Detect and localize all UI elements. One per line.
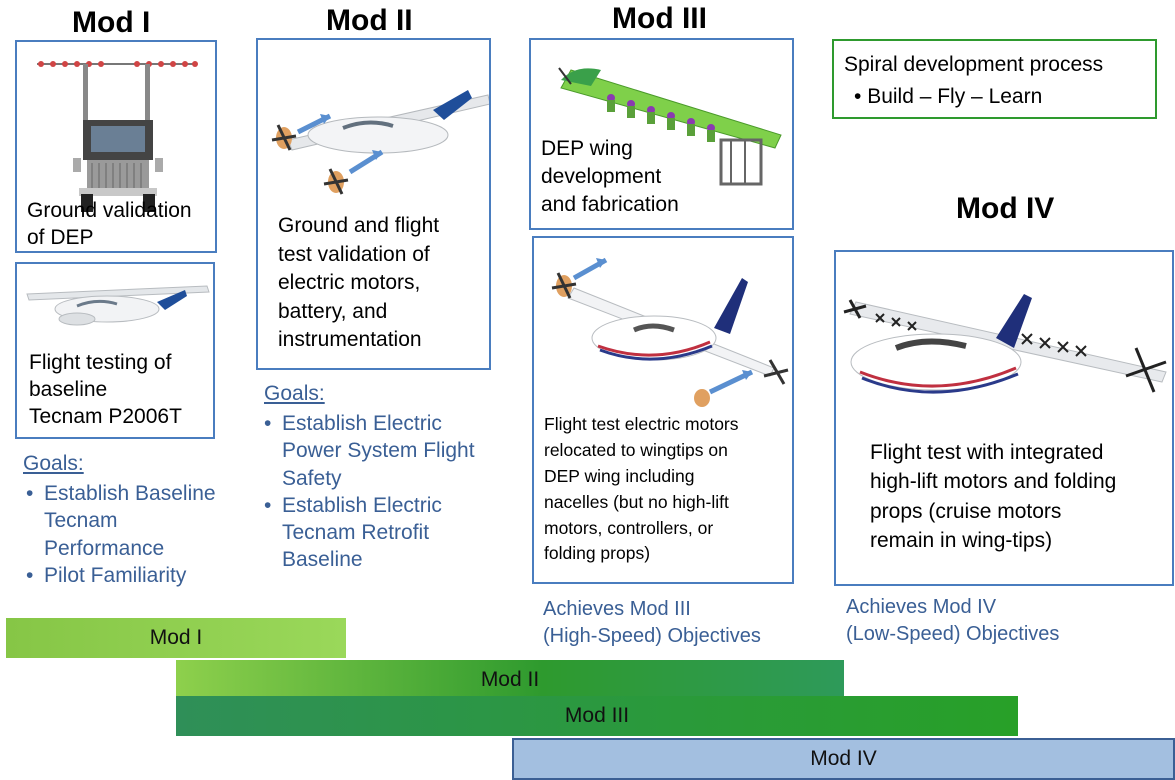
mod3-title: Mod III <box>612 2 707 35</box>
mod4-achieves-line: Achieves Mod IV <box>846 596 997 618</box>
mod3-flight-caption-line: motors, controllers, or <box>544 517 714 538</box>
mod4-caption-line: remain in wing-tips) <box>870 529 1053 553</box>
mod2-goal-item: Establish Electric Tecnam Retrofit Basel… <box>262 492 507 574</box>
mod1-goals-list: Establish Baseline Tecnam Performance Pi… <box>24 480 239 589</box>
mod4-achieves: Achieves Mod IV (Low-Speed) Objectives <box>846 594 1059 648</box>
mod2-aircraft-image <box>271 90 489 195</box>
timeline-bar-mod2: Mod II <box>176 660 844 700</box>
mod2-panel: Ground and flight test validation of ele… <box>256 38 491 370</box>
mod4-caption-line: high-lift motors and folding <box>870 470 1117 494</box>
mod3-wing-panel: DEP wing development and fabrication <box>529 38 794 230</box>
mod3-achieves-line: (High-Speed) Objectives <box>543 625 761 647</box>
mod1-flight-panel: Flight testing of baseline Tecnam P2006T <box>15 262 215 439</box>
mod1-flight-caption-line: Flight testing of <box>29 351 172 374</box>
mod3-achieves: Achieves Mod III (High-Speed) Objectives <box>543 596 761 650</box>
mod2-caption-line: electric motors, <box>278 271 421 295</box>
timeline-bar-label: Mod II <box>480 668 540 691</box>
mod4-title: Mod IV <box>956 192 1055 225</box>
mod2-caption-line: test validation of <box>278 242 430 266</box>
mod4-caption-line: props (cruise motors <box>870 499 1062 523</box>
mod2-title: Mod II <box>326 4 413 37</box>
mod1-goal-item: Establish Baseline Tecnam Performance <box>24 480 239 562</box>
mod2-goal-item: Establish Electric Power System Flight S… <box>262 410 507 492</box>
timeline-bar-label: Mod I <box>149 626 203 649</box>
mod3-wing-caption-line: DEP wing <box>541 137 633 160</box>
spiral-process-box: Spiral development process • Build – Fly… <box>832 39 1157 119</box>
mod3-wing-caption-line: and fabrication <box>541 193 679 217</box>
mod2-caption: Ground and flight test validation of ele… <box>278 212 439 355</box>
timeline-bar-label: Mod IV <box>810 747 877 770</box>
mod2-caption-line: instrumentation <box>278 328 422 352</box>
mod1-ground-panel: Ground validation of DEP <box>15 40 217 253</box>
mod3-flight-caption-line: relocated to wingtips on <box>544 439 728 460</box>
mod4-aircraft-image <box>843 294 1167 394</box>
mod3-flight-caption: Flight test electric motors relocated to… <box>544 412 739 567</box>
spiral-bullet: • Build – Fly – Learn <box>854 84 1043 108</box>
mod1-goals-label: Goals: <box>23 452 84 475</box>
mod4-caption: Flight test with integrated high-lift mo… <box>870 438 1116 556</box>
mod4-caption-line: Flight test with integrated <box>870 441 1104 464</box>
mod3-flight-caption-line: DEP wing including <box>544 465 695 486</box>
mod3-wing-caption-line: development <box>541 165 662 189</box>
mod1-goal-item: Pilot Familiarity <box>24 562 239 590</box>
mod3-aircraft-image <box>551 257 789 407</box>
spiral-title: Spiral development process <box>844 53 1104 76</box>
mod2-goals-label: Goals: <box>264 382 325 405</box>
timeline-bar-mod1: Mod I <box>6 618 346 658</box>
tecnam-aircraft-image <box>26 285 210 326</box>
mod4-achieves-line: (Low-Speed) Objectives <box>846 623 1060 645</box>
mod3-flight-panel: Flight test electric motors relocated to… <box>532 236 794 584</box>
timeline-bar-mod4: Mod IV <box>512 738 1175 780</box>
truck-test-rig-image <box>37 61 198 212</box>
mod4-panel: Flight test with integrated high-lift mo… <box>834 250 1174 586</box>
mod2-caption-line: Ground and flight <box>278 214 440 237</box>
spiral-bullet-text: Build – Fly – Learn <box>867 84 1043 108</box>
mod1-flight-caption: Flight testing of baseline Tecnam P2006T <box>29 350 182 431</box>
dep-wing-image <box>558 67 782 186</box>
mod3-wing-caption: DEP wing development and fabrication <box>541 135 679 219</box>
mod1-flight-caption-line: baseline <box>29 377 108 401</box>
mod3-flight-caption-line: folding props) <box>544 543 651 564</box>
mod2-caption-line: battery, and <box>278 299 388 323</box>
timeline-bar-mod3: Mod III <box>176 696 1018 736</box>
mod1-ground-caption-line: of DEP <box>27 226 94 250</box>
timeline-bar-label: Mod III <box>564 704 630 727</box>
mod3-flight-caption-line: nacelles (but no high-lift <box>544 491 729 512</box>
mod1-flight-caption-line: Tecnam P2006T <box>29 404 182 428</box>
mod1-ground-caption: Ground validation of DEP <box>27 197 192 251</box>
mod3-achieves-line: Achieves Mod III <box>543 598 691 620</box>
mod1-ground-caption-line: Ground validation <box>27 199 192 222</box>
mod2-goals-list: Establish Electric Power System Flight S… <box>262 410 507 574</box>
mod3-flight-caption-line: Flight test electric motors <box>544 414 739 434</box>
mod1-title: Mod I <box>72 6 151 39</box>
